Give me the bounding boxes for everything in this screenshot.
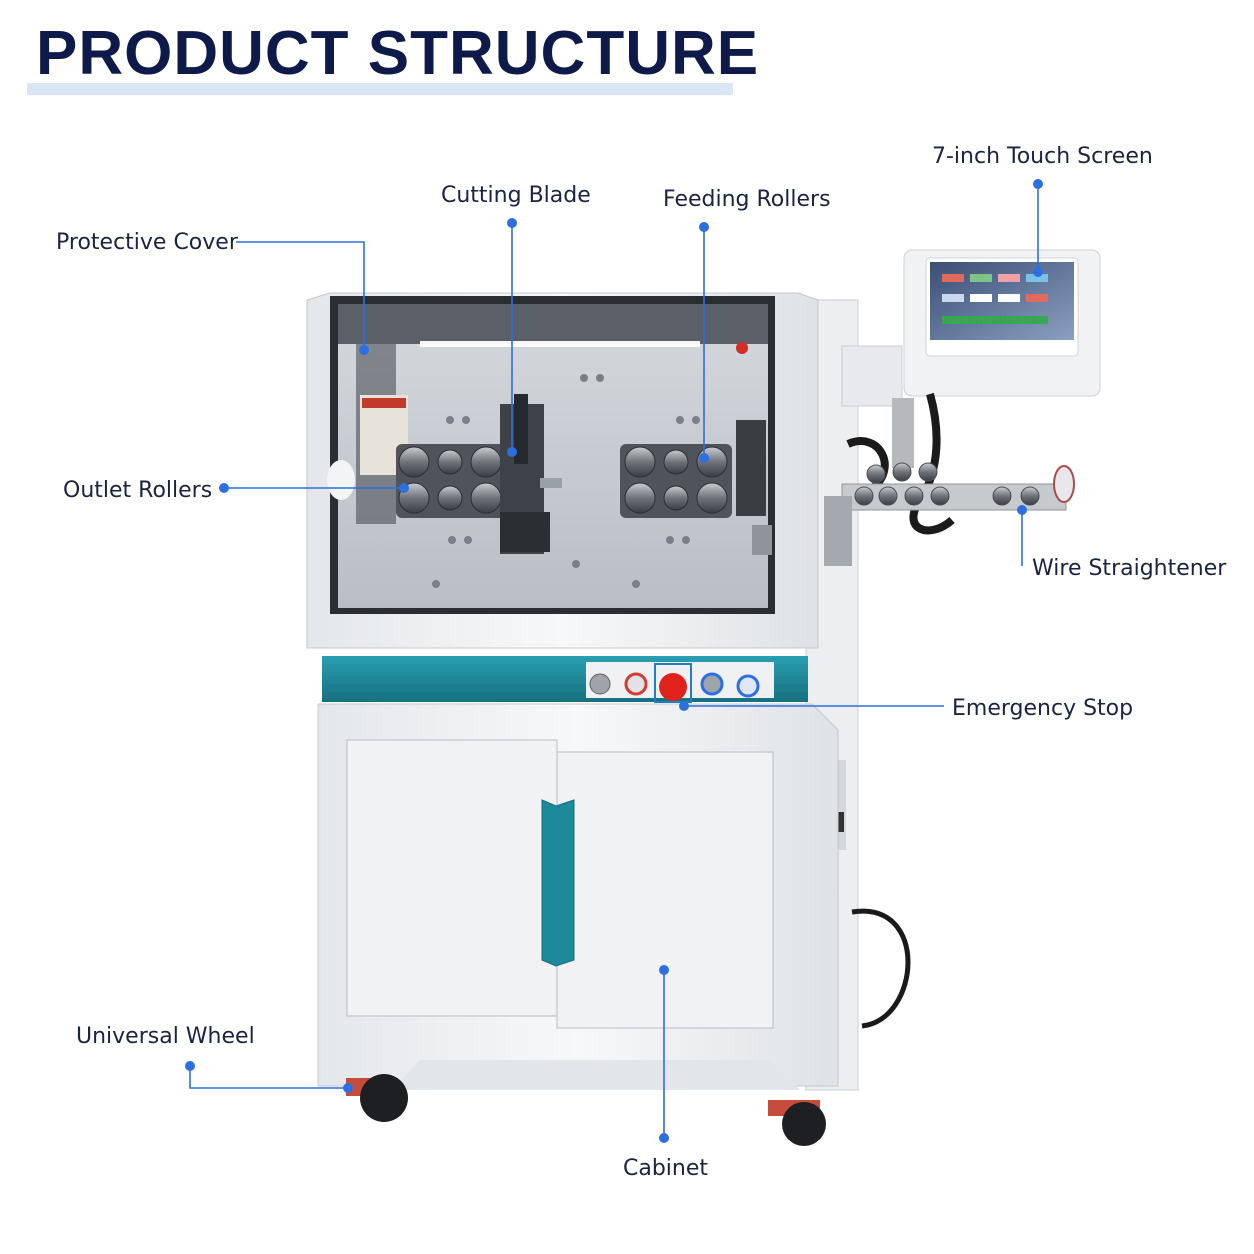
callout-cabinet: Cabinet	[623, 1156, 709, 1181]
callout-emergency-stop: Emergency Stop	[952, 696, 1134, 721]
callout-cutting-blade: Cutting Blade	[441, 183, 591, 208]
callout-outlet-rollers: Outlet Rollers	[63, 478, 213, 503]
page-title: PRODUCT STRUCTURE	[36, 19, 760, 88]
callout-touch-screen: 7-inch Touch Screen	[932, 144, 1153, 169]
callout-protective-cover: Protective Cover	[56, 230, 238, 255]
callout-universal-wheel: Universal Wheel	[76, 1024, 255, 1049]
title-underline	[27, 83, 733, 95]
callout-wire-straightener: Wire Straightener	[1032, 556, 1227, 581]
callout-feeding-rollers: Feeding Rollers	[663, 187, 831, 212]
